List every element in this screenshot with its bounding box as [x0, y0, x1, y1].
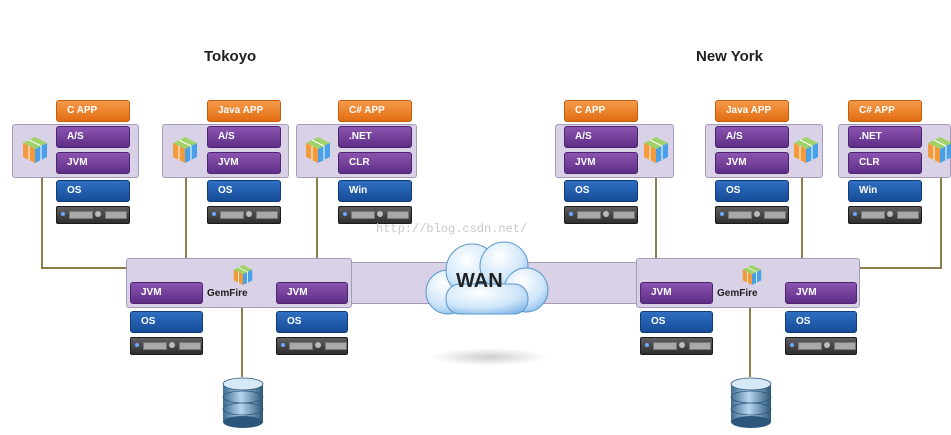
gemfire-label: GemFire — [717, 288, 758, 299]
server-rack-icon — [276, 337, 348, 355]
server-rack-icon — [640, 337, 713, 355]
gemfire-label: GemFire — [207, 288, 248, 299]
gemfire-cube-icon — [742, 264, 762, 286]
server-rack-icon — [130, 337, 203, 355]
connector-line — [316, 176, 318, 268]
gemfire-cube-icon — [233, 264, 253, 286]
site-title-new-york: New York — [696, 48, 763, 65]
os-label: OS — [276, 311, 348, 333]
gemfire-cube-icon — [643, 136, 669, 164]
server-rack-icon — [715, 206, 789, 224]
gemfire-cube-icon — [305, 136, 331, 164]
connector-line — [241, 305, 243, 377]
connector-line — [940, 176, 942, 268]
connector-line — [41, 176, 43, 268]
cloud-shadow — [430, 348, 548, 366]
connector-line — [749, 305, 751, 377]
os-label: Win — [848, 180, 922, 202]
os-label: OS — [640, 311, 713, 333]
server-rack-icon — [848, 206, 922, 224]
gemfire-cube-icon — [927, 136, 951, 164]
app-label: C# APP — [338, 100, 412, 122]
wan-label: WAN — [456, 270, 503, 292]
tier-label: JVM — [56, 152, 130, 174]
os-label: OS — [564, 180, 638, 202]
tier-label: CLR — [848, 152, 922, 174]
gemfire-cube-icon — [172, 136, 198, 164]
tier-label: JVM — [564, 152, 638, 174]
os-label: OS — [785, 311, 857, 333]
app-label: C APP — [56, 100, 130, 122]
tier-label: CLR — [338, 152, 412, 174]
tier-label: A/S — [715, 126, 789, 148]
os-label: Win — [338, 180, 412, 202]
server-rack-icon — [338, 206, 412, 224]
tier-label: A/S — [56, 126, 130, 148]
tier-label: .NET — [848, 126, 922, 148]
os-label: OS — [56, 180, 130, 202]
server-rack-icon — [564, 206, 638, 224]
gemfire-cube-icon — [793, 136, 819, 164]
tier-label: JVM — [715, 152, 789, 174]
server-rack-icon — [56, 206, 130, 224]
tier-label: A/S — [564, 126, 638, 148]
watermark-text: http://blog.csdn.net/ — [376, 222, 528, 236]
jvm-label: JVM — [276, 282, 348, 304]
app-label: C APP — [564, 100, 638, 122]
connector-line — [801, 176, 803, 268]
os-label: OS — [130, 311, 203, 333]
os-label: OS — [207, 180, 281, 202]
tier-label: JVM — [207, 152, 281, 174]
tier-label: A/S — [207, 126, 281, 148]
app-label: Java APP — [207, 100, 281, 122]
jvm-label: JVM — [640, 282, 713, 304]
connector-line — [655, 176, 657, 268]
cloud-icon — [420, 238, 554, 326]
os-label: OS — [715, 180, 789, 202]
database-icon — [728, 376, 774, 430]
connector-line — [41, 267, 127, 269]
jvm-label: JVM — [130, 282, 203, 304]
jvm-label: JVM — [785, 282, 857, 304]
server-rack-icon — [207, 206, 281, 224]
app-label: Java APP — [715, 100, 789, 122]
connector-line — [185, 176, 187, 268]
connector-line — [858, 267, 942, 269]
site-title-tokyo: Tokoyo — [204, 48, 257, 65]
database-icon — [220, 376, 266, 430]
app-label: C# APP — [848, 100, 922, 122]
gemfire-cube-icon — [22, 136, 48, 164]
tier-label: .NET — [338, 126, 412, 148]
server-rack-icon — [785, 337, 857, 355]
